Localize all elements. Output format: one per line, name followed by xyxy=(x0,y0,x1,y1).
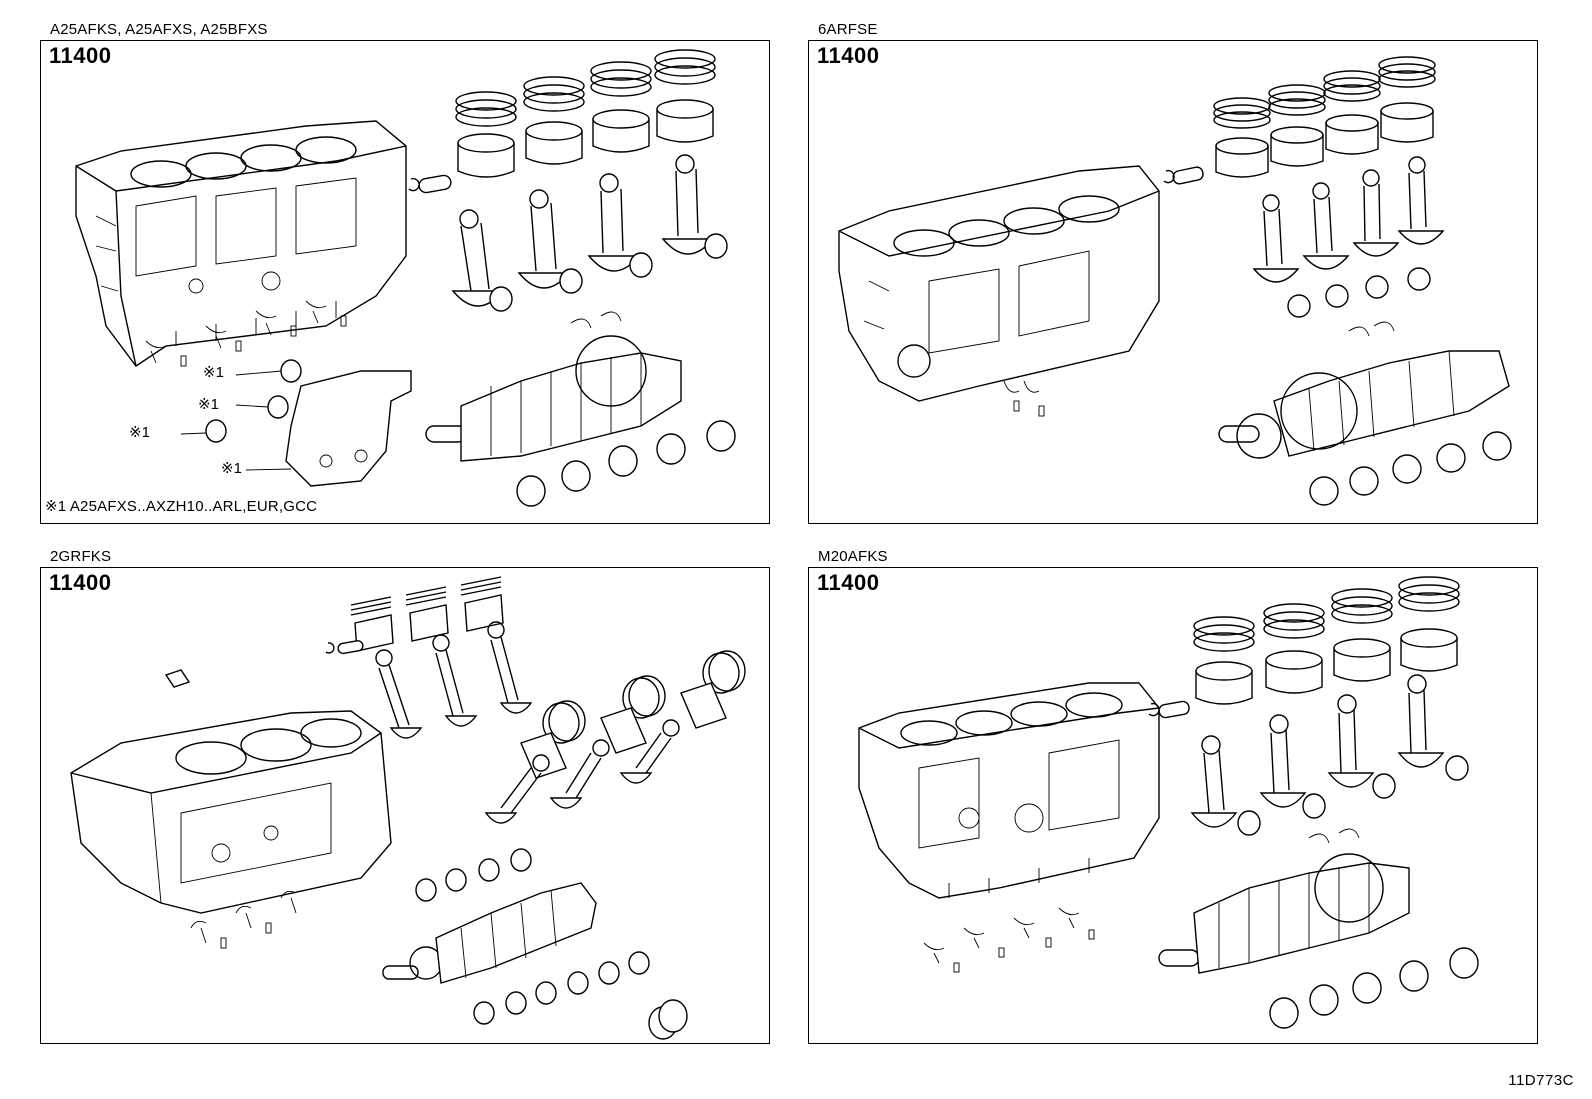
part-code[interactable]: 11400 xyxy=(49,570,112,595)
piston-set-illustration xyxy=(1148,576,1460,719)
diagram-panel-m20afks: 11400 xyxy=(808,567,1538,1044)
crankshaft-illustration xyxy=(425,311,682,462)
timing-cover-illustration xyxy=(180,359,412,487)
part-code[interactable]: 11400 xyxy=(49,43,112,68)
panel-caption: A25AFKS, A25AFXS, A25BFXS xyxy=(50,21,268,38)
crankshaft-illustration xyxy=(1218,321,1510,459)
piston-set-illustration xyxy=(325,576,746,779)
bearing-shells xyxy=(489,233,736,507)
figure-id: 11D773C xyxy=(1508,1072,1574,1089)
callout-marker: ※1 xyxy=(203,364,224,381)
panel-caption: M20AFKS xyxy=(818,548,888,565)
panel-caption: 6ARFSE xyxy=(818,21,878,38)
engine-block-drawing xyxy=(838,56,1512,506)
applicability-note: ※1 A25AFXS..AXZH10..ARL,EUR,GCC xyxy=(45,498,318,515)
oil-jet-parts xyxy=(923,907,1095,973)
callout-marker: ※1 xyxy=(129,424,150,441)
bearing-shells xyxy=(415,848,688,1040)
part-code[interactable]: 11400 xyxy=(817,570,880,595)
oil-jet-parts xyxy=(145,300,347,367)
diagram-panel-2grfks: 11400 xyxy=(40,567,770,1044)
callout-marker: ※1 xyxy=(198,396,219,413)
oil-jet-parts xyxy=(190,890,297,949)
engine-block-drawing xyxy=(75,49,736,507)
diagram-panel-6arfse: 11400 xyxy=(808,40,1538,524)
oil-jet-parts xyxy=(1003,380,1045,417)
engine-block-drawing xyxy=(858,576,1479,1029)
diagram-panel-a25afks: 11400 xyxy=(40,40,770,524)
connecting-rod-illustration xyxy=(375,621,680,824)
crankshaft-illustration xyxy=(1158,828,1410,974)
connecting-rod-illustration xyxy=(1190,674,1445,828)
bearing-shells xyxy=(1287,267,1512,506)
connecting-rod-illustration xyxy=(1252,156,1445,283)
cylinder-block-illustration xyxy=(858,682,1160,899)
cylinder-block-illustration xyxy=(75,120,407,367)
piston-set-illustration xyxy=(1163,56,1436,185)
panel-caption: 2GRFKS xyxy=(50,548,112,565)
engine-block-drawing xyxy=(70,576,746,1040)
cylinder-block-illustration xyxy=(70,669,392,914)
crankshaft-illustration xyxy=(382,882,597,984)
bearing-shells xyxy=(1237,755,1479,1029)
callout-marker: ※1 xyxy=(221,460,242,477)
part-code[interactable]: 11400 xyxy=(817,43,880,68)
connecting-rod-illustration xyxy=(451,154,715,307)
cylinder-block-illustration xyxy=(838,165,1160,402)
piston-set-illustration xyxy=(408,49,716,194)
